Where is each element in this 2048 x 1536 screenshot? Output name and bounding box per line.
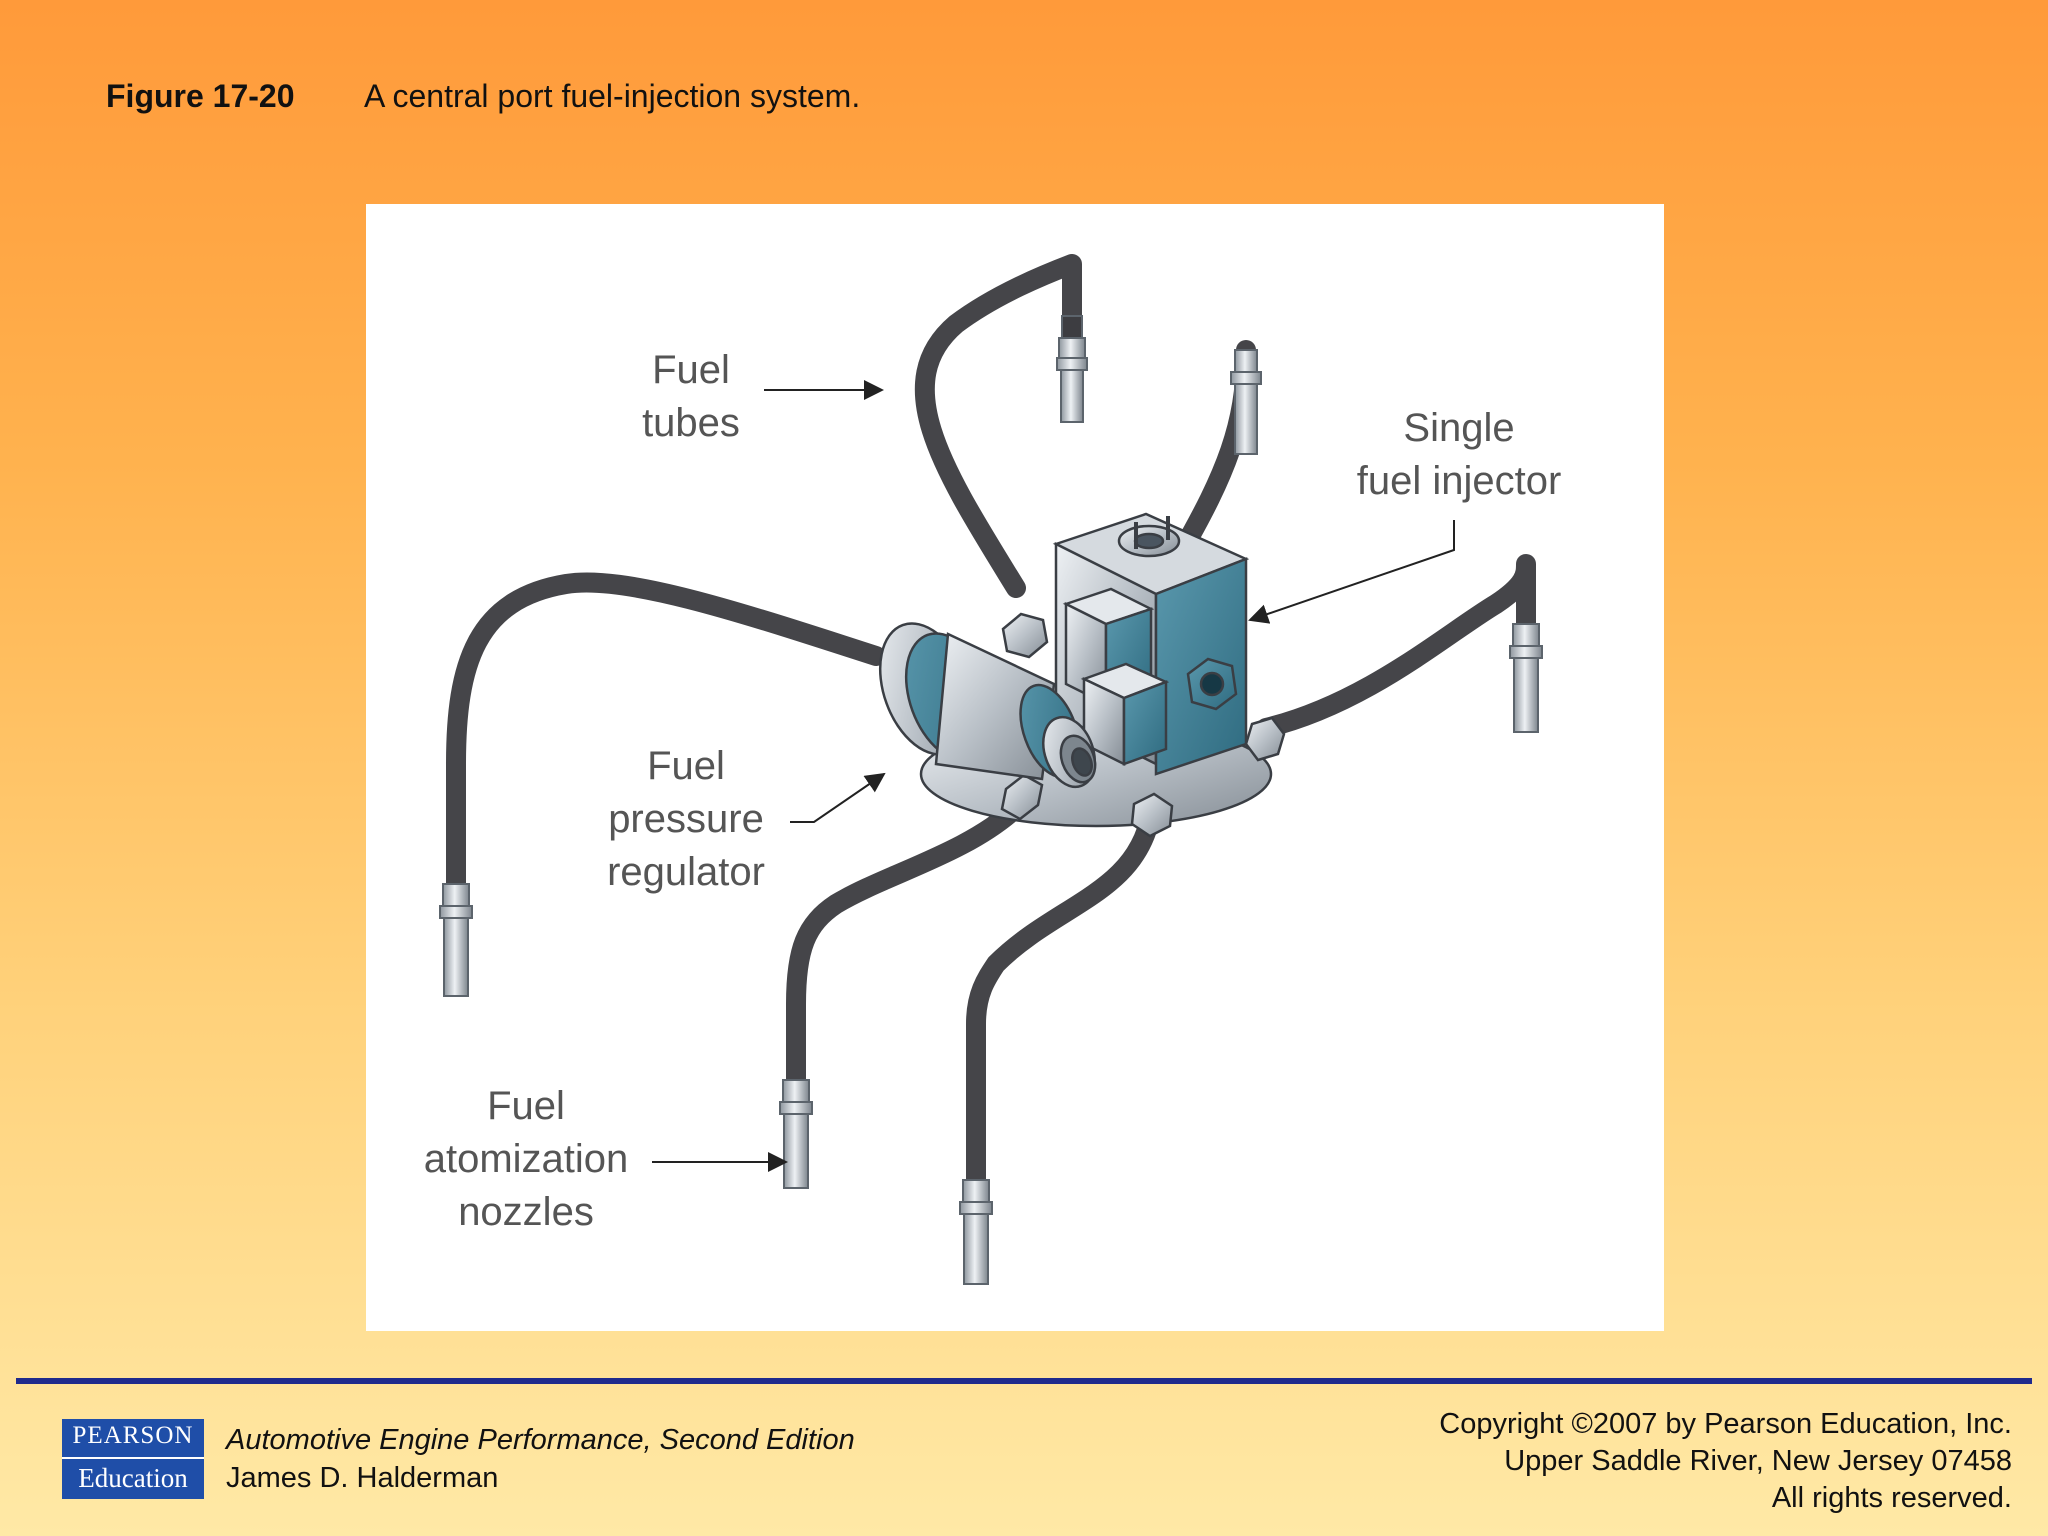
copyright-line-1: Copyright ©2007 by Pearson Education, In… — [1439, 1408, 2012, 1440]
label-fuel-pressure-regulator-line1: Fuel — [647, 744, 725, 788]
fitting-bottom-center — [1130, 792, 1174, 838]
label-single-fuel-injector-line1: Single — [1403, 406, 1515, 450]
arrow-single-fuel-injector — [1248, 520, 1455, 624]
label-single-fuel-injector-line2: fuel injector — [1356, 459, 1562, 503]
regulator-barrel — [934, 632, 1056, 781]
side-port-opening — [1199, 671, 1225, 697]
fuel-pressure-regulator — [878, 622, 1097, 789]
nozzle-bottom-center — [959, 1179, 993, 1285]
fuel-tube-top-left — [914, 254, 1082, 598]
footer-rule — [16, 1378, 2032, 1384]
fuel-tube-left — [446, 572, 886, 898]
regulator-outlet-inner — [1071, 747, 1093, 777]
top-inlet-hole — [1133, 532, 1165, 550]
copyright-notice: Copyright ©2007 by Pearson Education, In… — [1439, 1406, 2012, 1517]
label-fuel-tubes: Fuel tubes — [606, 344, 776, 450]
logo-line-1: PEARSON — [72, 1422, 194, 1449]
logo-line-2: Education — [78, 1463, 188, 1493]
label-fuel-atomization-nozzles-line2: atomization — [423, 1137, 629, 1181]
fuel-tube-right — [1256, 554, 1536, 738]
nozzle-right — [1509, 623, 1543, 733]
label-fuel-tubes-line1: Fuel — [652, 348, 730, 392]
copyright-line-3: All rights reserved. — [1771, 1482, 2012, 1514]
pearson-education-logo: PEARSON Education — [62, 1419, 204, 1499]
figure-number: Figure 17-20 — [106, 78, 295, 114]
fuel-tube-bottom-center — [966, 804, 1161, 1194]
label-single-fuel-injector: Single fuel injector — [1324, 402, 1594, 508]
lower-cube-side — [1122, 680, 1168, 766]
fuel-injection-diagram — [439, 254, 1543, 1285]
label-fuel-atomization-nozzles-line3: nozzles — [458, 1190, 594, 1234]
figure-panel: Fuel tubes Single fuel injector Fuel pre… — [366, 204, 1664, 1331]
copyright-line-2: Upper Saddle River, New Jersey 07458 — [1504, 1445, 2012, 1477]
nozzle-top-right — [1230, 349, 1262, 455]
nozzle-top-left — [1056, 315, 1088, 423]
book-title: Automotive Engine Performance, Second Ed… — [226, 1424, 855, 1456]
label-fuel-pressure-regulator-line3: regulator — [607, 850, 765, 894]
figure-caption: A central port fuel-injection system. — [364, 78, 861, 114]
nozzle-bottom-left — [779, 1079, 813, 1189]
callout-lines — [652, 380, 1455, 1172]
fuel-tubes — [446, 254, 1536, 1194]
fuel-atomization-nozzles — [439, 315, 1543, 1285]
regulator-nut — [1001, 612, 1049, 659]
logo-divider — [62, 1457, 204, 1459]
fuel-tube-bottom-left — [786, 798, 1026, 1094]
nozzle-left — [439, 883, 473, 997]
arrow-fuel-pressure-regulator — [790, 772, 886, 823]
author: James D. Halderman — [226, 1462, 499, 1494]
label-fuel-pressure-regulator-line2: pressure — [608, 797, 764, 841]
label-fuel-atomization-nozzles: Fuel atomization nozzles — [396, 1080, 656, 1239]
label-fuel-tubes-line2: tubes — [642, 401, 740, 445]
label-fuel-atomization-nozzles-line1: Fuel — [487, 1084, 565, 1128]
label-fuel-pressure-regulator: Fuel pressure regulator — [566, 740, 806, 899]
